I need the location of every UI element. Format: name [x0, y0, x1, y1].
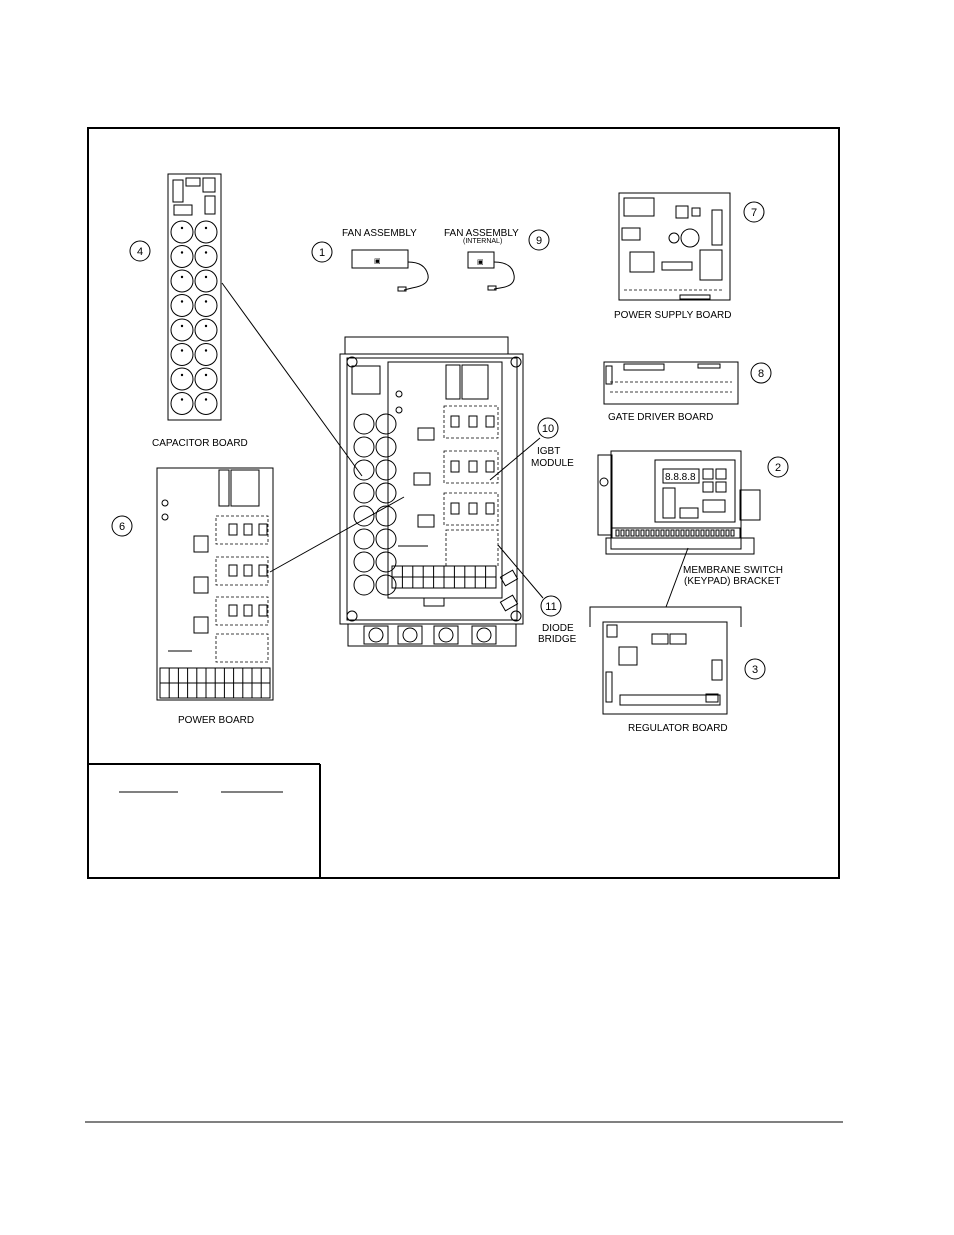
membrane-switch-label: MEMBRANE SWITCH	[683, 565, 783, 576]
fan-assembly-label: FAN ASSEMBLY	[342, 228, 417, 239]
fan-internal-note: (INTERNAL)	[463, 238, 502, 245]
svg-text:▣: ▣	[477, 259, 484, 266]
keypad-bracket: 8.8.8.8	[598, 451, 760, 554]
bridge-label: BRIDGE	[538, 634, 577, 645]
igbt-label: IGBT	[537, 446, 560, 457]
diode-label: DIODE	[542, 623, 574, 634]
callout-6: 6	[119, 521, 125, 533]
svg-text:▣: ▣	[374, 258, 381, 265]
callout-8: 8	[758, 368, 764, 380]
capacitor-board-label: CAPACITOR BOARD	[152, 438, 248, 449]
callout-1: 1	[319, 247, 325, 259]
callout-11: 11	[545, 601, 556, 613]
callout-3: 3	[752, 664, 758, 676]
callout-10: 10	[542, 423, 554, 435]
capacitor-board	[168, 174, 221, 420]
drive-chassis	[340, 337, 523, 646]
power-supply-board-label: POWER SUPPLY BOARD	[614, 310, 731, 321]
gate-driver-board-label: GATE DRIVER BOARD	[608, 412, 713, 423]
callout-7: 7	[751, 207, 757, 219]
leader-lines	[222, 283, 688, 607]
igbt-module-label: MODULE	[531, 458, 574, 469]
fan-assembly-internal: ▣	[468, 252, 514, 290]
keypad-display: 8.8.8.8	[665, 472, 696, 483]
regulator-board	[590, 607, 741, 714]
callout-9: 9	[536, 235, 542, 247]
regulator-board-label: REGULATOR BOARD	[628, 723, 728, 734]
power-board	[157, 468, 273, 700]
keypad-bracket-label: (KEYPAD) BRACKET	[684, 576, 781, 587]
callout-2: 2	[775, 462, 781, 474]
power-board-label: POWER BOARD	[178, 715, 254, 726]
legend-box	[88, 764, 320, 878]
gate-driver-board	[604, 362, 738, 404]
callout-4: 4	[137, 246, 143, 258]
power-supply-board	[619, 193, 730, 300]
fan-assembly: ▣	[352, 250, 428, 291]
